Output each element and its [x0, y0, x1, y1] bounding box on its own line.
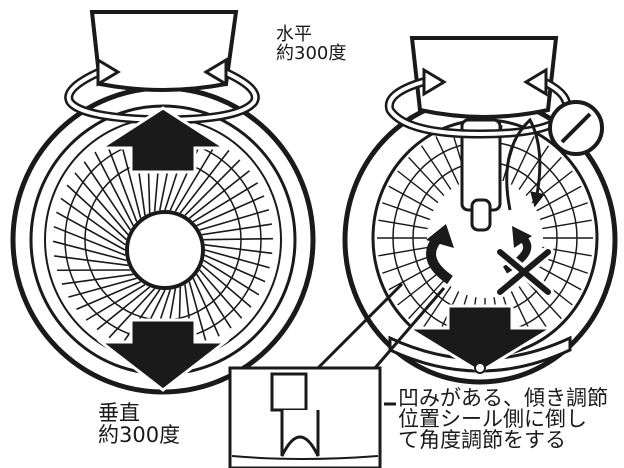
note-line: 凹みがある、傾き調節 — [398, 386, 608, 410]
note-line: て角度調節をする — [398, 428, 566, 452]
horizontal-angle-label: 水平 約300度 — [276, 24, 347, 64]
detail-inset — [228, 282, 446, 468]
fan-head-top — [409, 36, 559, 119]
down-arrow-icon — [96, 318, 230, 392]
vertical-angle-label: 垂直 約300度 — [98, 402, 180, 446]
vertical-label-line: 垂直 — [98, 401, 140, 425]
fan-base — [388, 335, 572, 373]
ng-cross-icon — [494, 246, 554, 298]
adjustment-note: 凹みがある、傾き調節 位置シール側に倒し て角度調節をする — [398, 388, 608, 451]
down-arrow-icon — [402, 304, 558, 374]
rear-fan-view — [342, 36, 618, 385]
ok-circle-icon — [548, 100, 604, 156]
up-arrow-icon — [95, 106, 231, 174]
vertical-label-line: 約300度 — [98, 423, 181, 448]
front-fan-view — [10, 10, 316, 395]
horizontal-label-line: 約300度 — [276, 42, 347, 64]
note-line: 位置シール側に倒し — [398, 407, 587, 431]
fan-hub — [125, 210, 205, 290]
horizontal-label-line: 水平 — [276, 24, 312, 45]
